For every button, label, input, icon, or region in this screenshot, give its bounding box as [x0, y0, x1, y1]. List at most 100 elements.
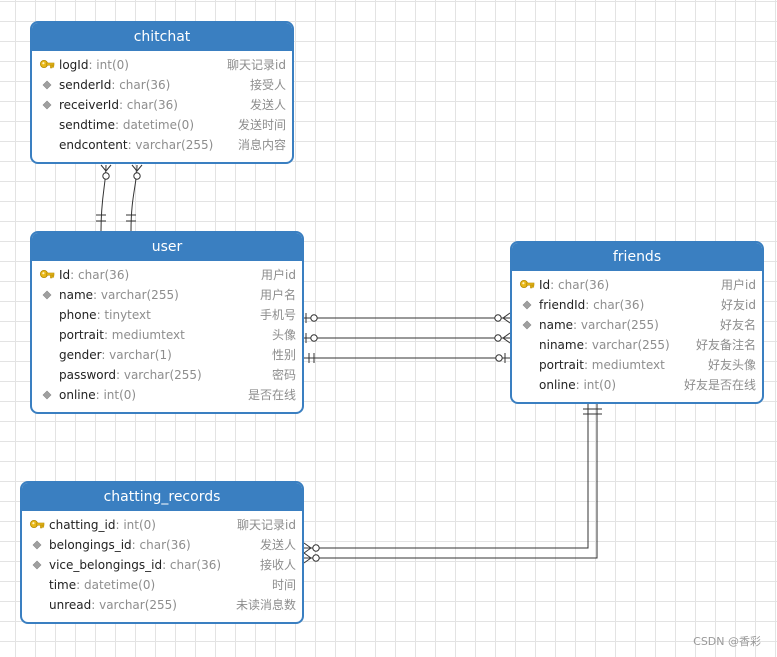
field-name-text: senderId	[59, 78, 112, 92]
optional-circle-mark	[312, 544, 320, 552]
field-row[interactable]: sendtime: datetime(0)发送时间	[32, 115, 292, 135]
primary-key-icon	[39, 268, 55, 282]
optional-circle-mark	[310, 314, 318, 322]
field-comment: 未读消息数	[235, 598, 296, 612]
field-comment: 好友头像	[707, 358, 756, 372]
field-name: portrait: mediumtext	[59, 325, 185, 345]
table-chatting-records[interactable]: chatting_records chatting_id: int(0)聊天记录i…	[20, 481, 304, 624]
field-name: senderId: char(36)	[59, 75, 170, 95]
field-name: online: int(0)	[59, 385, 136, 405]
field-name-text: friendId	[539, 298, 586, 312]
field-row[interactable]: gender: varchar(1)性别	[32, 345, 302, 365]
crows-foot-mark	[303, 547, 312, 554]
crows-foot-mark	[136, 164, 143, 172]
field-name: Id: char(36)	[59, 265, 129, 285]
table-title[interactable]: chitchat	[32, 23, 292, 51]
index-diamond-icon	[29, 538, 45, 552]
field-name: phone: tinytext	[59, 305, 151, 325]
field-name: time: datetime(0)	[49, 575, 155, 595]
field-row[interactable]: online: int(0)是否在线	[32, 385, 302, 405]
field-row[interactable]: senderId: char(36)接受人	[32, 75, 292, 95]
field-row[interactable]: Id: char(36)用户id	[512, 275, 762, 295]
primary-key-icon	[29, 518, 45, 532]
index-diamond-icon	[39, 78, 55, 92]
table-title[interactable]: user	[32, 233, 302, 261]
crows-foot-mark	[303, 557, 312, 564]
field-row[interactable]: unread: varchar(255) 未读消息数	[22, 595, 302, 615]
field-row[interactable]: belongings_id: char(36)发送人	[22, 535, 302, 555]
field-row[interactable]: Id: char(36) 用户id	[32, 265, 302, 285]
field-comment: 好友id	[721, 298, 756, 312]
field-row[interactable]: online: int(0)好友是否在线	[512, 375, 762, 395]
field-row[interactable]: name: varchar(255)用户名	[32, 285, 302, 305]
field-name: name: varchar(255)	[539, 315, 659, 335]
field-row[interactable]: time: datetime(0)时间	[22, 575, 302, 595]
field-name-text: sendtime	[59, 118, 115, 132]
field-row[interactable]: friendId: char(36) 好友id	[512, 295, 762, 315]
field-type: : char(36)	[585, 298, 645, 312]
field-name-text: online	[59, 388, 96, 402]
field-name-text: endcontent	[59, 138, 128, 152]
field-row[interactable]: vice_belongings_id: char(36) 接收人	[22, 555, 302, 575]
field-comment: 用户id	[261, 268, 296, 282]
field-name: unread: varchar(255)	[49, 595, 177, 615]
field-name-text: portrait	[59, 328, 104, 342]
field-comment: 消息内容	[237, 138, 286, 152]
optional-circle-mark	[133, 172, 141, 180]
field-type: : int(0)	[575, 378, 617, 392]
field-row[interactable]: chatting_id: int(0)聊天记录id	[22, 515, 302, 535]
field-row[interactable]: endcontent: varchar(255) 消息内容	[32, 135, 292, 155]
field-comment: 好友是否在线	[683, 378, 756, 392]
optional-circle-mark	[494, 334, 502, 342]
field-type: : datetime(0)	[76, 578, 156, 592]
table-title[interactable]: chatting_records	[22, 483, 302, 511]
field-name-text: unread	[49, 598, 92, 612]
field-name: sendtime: datetime(0)	[59, 115, 194, 135]
field-name: gender: varchar(1)	[59, 345, 172, 365]
field-type: : tinytext	[96, 308, 151, 322]
field-name: chatting_id: int(0)	[49, 515, 156, 535]
field-name-text: gender	[59, 348, 102, 362]
field-name-text: niname	[539, 338, 584, 352]
crows-foot-mark	[303, 542, 312, 549]
index-diamond-icon	[39, 288, 55, 302]
optional-circle-mark	[102, 172, 110, 180]
field-name-text: Id	[539, 278, 551, 292]
crows-foot-mark	[131, 164, 138, 172]
field-type: : int(0)	[88, 58, 129, 72]
field-name: receiverId: char(36)	[59, 95, 178, 115]
field-name-text: name	[59, 288, 94, 302]
field-name: endcontent: varchar(255)	[59, 135, 213, 155]
field-name: name: varchar(255)	[59, 285, 179, 305]
rel-friends-records-line	[304, 404, 589, 549]
field-row[interactable]: password: varchar(255)密码	[32, 365, 302, 385]
field-name-text: time	[49, 578, 77, 592]
field-comment: 接收人	[259, 558, 296, 572]
field-type: : mediumtext	[583, 358, 665, 372]
field-row[interactable]: logId: int(0)聊天记录id	[32, 55, 292, 75]
field-type: : char(36)	[131, 538, 191, 552]
index-diamond-icon	[39, 98, 55, 112]
crows-foot-mark	[303, 552, 312, 559]
field-row[interactable]: niname: varchar(255)好友备注名	[512, 335, 762, 355]
field-comment: 发送人	[259, 538, 296, 552]
field-type: : datetime(0)	[114, 118, 194, 132]
field-row[interactable]: name: varchar(255)好友名	[512, 315, 762, 335]
optional-circle-mark	[310, 334, 318, 342]
field-type: : int(0)	[95, 388, 137, 402]
crows-foot-mark	[105, 164, 112, 172]
table-title[interactable]: friends	[512, 243, 762, 271]
field-name: password: varchar(255)	[59, 365, 202, 385]
field-name: vice_belongings_id: char(36)	[49, 555, 221, 575]
field-comment: 聊天记录id	[227, 58, 286, 72]
field-row[interactable]: receiverId: char(36)发送人	[32, 95, 292, 115]
